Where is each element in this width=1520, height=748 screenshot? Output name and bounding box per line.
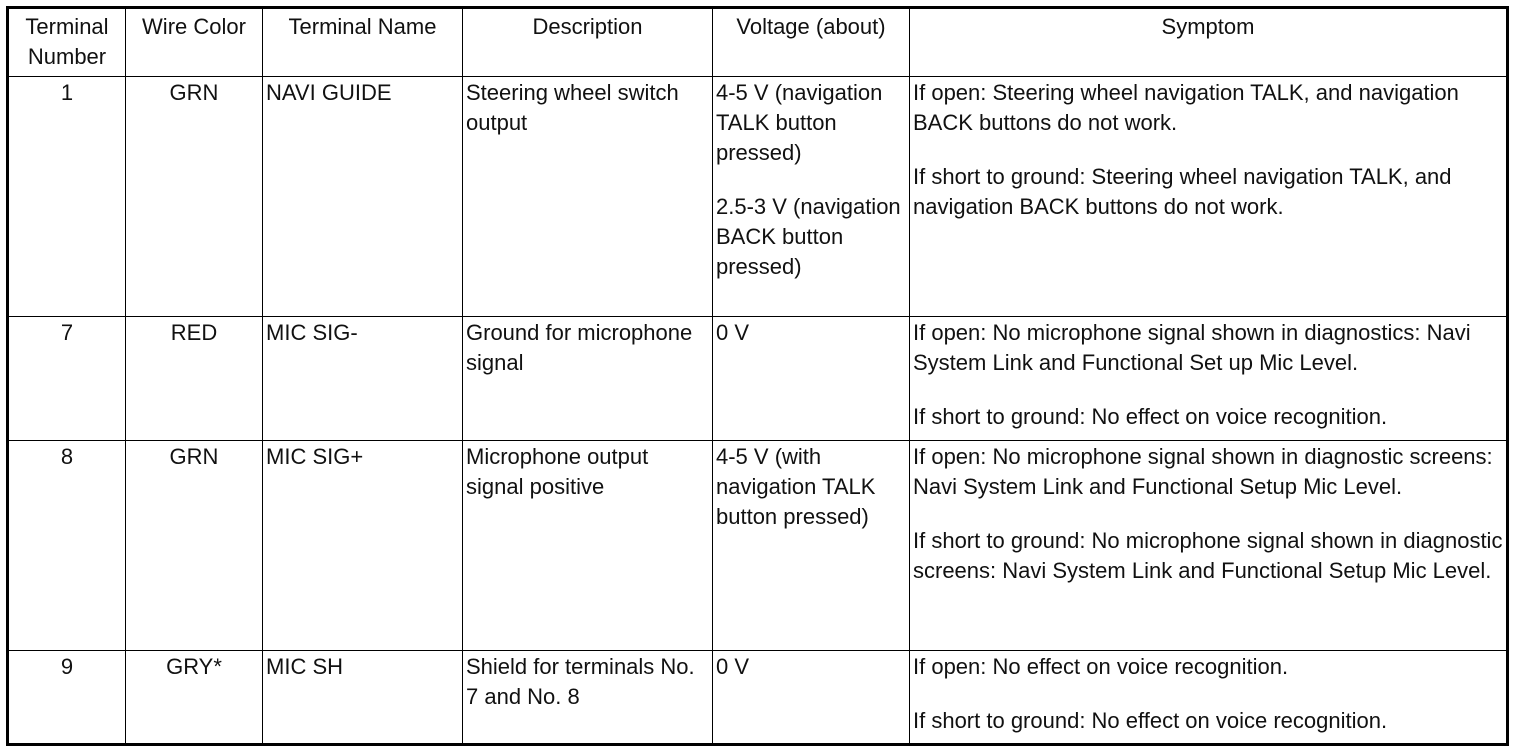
header-wire-color-label: Wire Color	[142, 14, 246, 39]
table-row: 9 GRY* MIC SH Shield for terminals No. 7…	[7, 650, 1508, 745]
wire-color-cell: GRN	[125, 440, 263, 651]
symptom-text: If short to ground: No effect on voice r…	[913, 708, 1388, 733]
voltage-cell: 0 V	[712, 316, 910, 441]
symptom-text: If open: No microphone signal shown in d…	[913, 444, 1493, 499]
header-symptom-label: Symptom	[1161, 14, 1255, 39]
voltage-text: 2.5-3 V (navigation BACK button pressed)	[716, 194, 901, 279]
header-voltage-label: Voltage (about)	[736, 14, 886, 39]
terminal-name-cell: NAVI GUIDE	[262, 76, 463, 317]
voltage-text: 4-5 V (with navigation TALK button press…	[716, 444, 876, 529]
header-description-label: Description	[532, 14, 643, 39]
voltage-text: 0 V	[716, 320, 750, 345]
header-terminal-name: Terminal Name	[262, 7, 463, 77]
voltage-text: 0 V	[716, 654, 750, 679]
symptom-cell: If open: No microphone signal shown in d…	[909, 440, 1508, 651]
terminal-name-cell: MIC SIG+	[262, 440, 463, 651]
description-cell: Microphone output signal positive	[462, 440, 713, 651]
table-row: 8 GRN MIC SIG+ Microphone output signal …	[7, 440, 1508, 651]
description-cell: Ground for microphone signal	[462, 316, 713, 441]
header-description: Description	[462, 7, 713, 77]
wire-color-cell: GRY*	[125, 650, 263, 745]
terminal-name-cell: MIC SH	[262, 650, 463, 745]
voltage-cell: 4-5 V (with navigation TALK button press…	[712, 440, 910, 651]
header-symptom: Symptom	[909, 7, 1508, 77]
symptom-text: If open: Steering wheel navigation TALK,…	[913, 80, 1459, 135]
voltage-text: 4-5 V (navigation TALK button pressed)	[716, 80, 883, 165]
terminal-name-cell: MIC SIG-	[262, 316, 463, 441]
wire-color-cell: RED	[125, 316, 263, 441]
symptom-text: If short to ground: No microphone signal…	[913, 528, 1503, 583]
description-cell: Shield for terminals No. 7 and No. 8	[462, 650, 713, 745]
symptom-text: If short to ground: No effect on voice r…	[913, 404, 1388, 429]
symptom-cell: If open: Steering wheel navigation TALK,…	[909, 76, 1508, 317]
symptom-text: If open: No microphone signal shown in d…	[913, 320, 1471, 375]
description-cell: Steering wheel switch output	[462, 76, 713, 317]
voltage-cell: 0 V	[712, 650, 910, 745]
voltage-cell: 4-5 V (navigation TALK button pressed) 2…	[712, 76, 910, 317]
terminal-number-cell: 1	[7, 76, 126, 317]
header-voltage: Voltage (about)	[712, 7, 910, 77]
terminal-number-cell: 7	[7, 316, 126, 441]
terminal-number-cell: 8	[7, 440, 126, 651]
header-terminal-number-line2: Number	[27, 44, 107, 69]
terminal-number-cell: 9	[7, 650, 126, 745]
header-terminal-number: Terminal Number	[7, 7, 126, 77]
header-wire-color: Wire Color	[125, 7, 263, 77]
header-row: Terminal Number Wire Color Terminal Name…	[7, 7, 1508, 77]
symptom-cell: If open: No effect on voice recognition.…	[909, 650, 1508, 745]
symptom-text: If short to ground: Steering wheel navig…	[913, 164, 1452, 219]
header-terminal-number-line1: Terminal	[25, 14, 109, 39]
table-row: 7 RED MIC SIG- Ground for microphone sig…	[7, 316, 1508, 441]
symptom-text: If open: No effect on voice recognition.	[913, 654, 1289, 679]
symptom-cell: If open: No microphone signal shown in d…	[909, 316, 1508, 441]
wire-color-cell: GRN	[125, 76, 263, 317]
terminal-table: Terminal Number Wire Color Terminal Name…	[6, 6, 1509, 746]
table-row: 1 GRN NAVI GUIDE Steering wheel switch o…	[7, 76, 1508, 317]
header-terminal-name-label: Terminal Name	[288, 14, 437, 39]
